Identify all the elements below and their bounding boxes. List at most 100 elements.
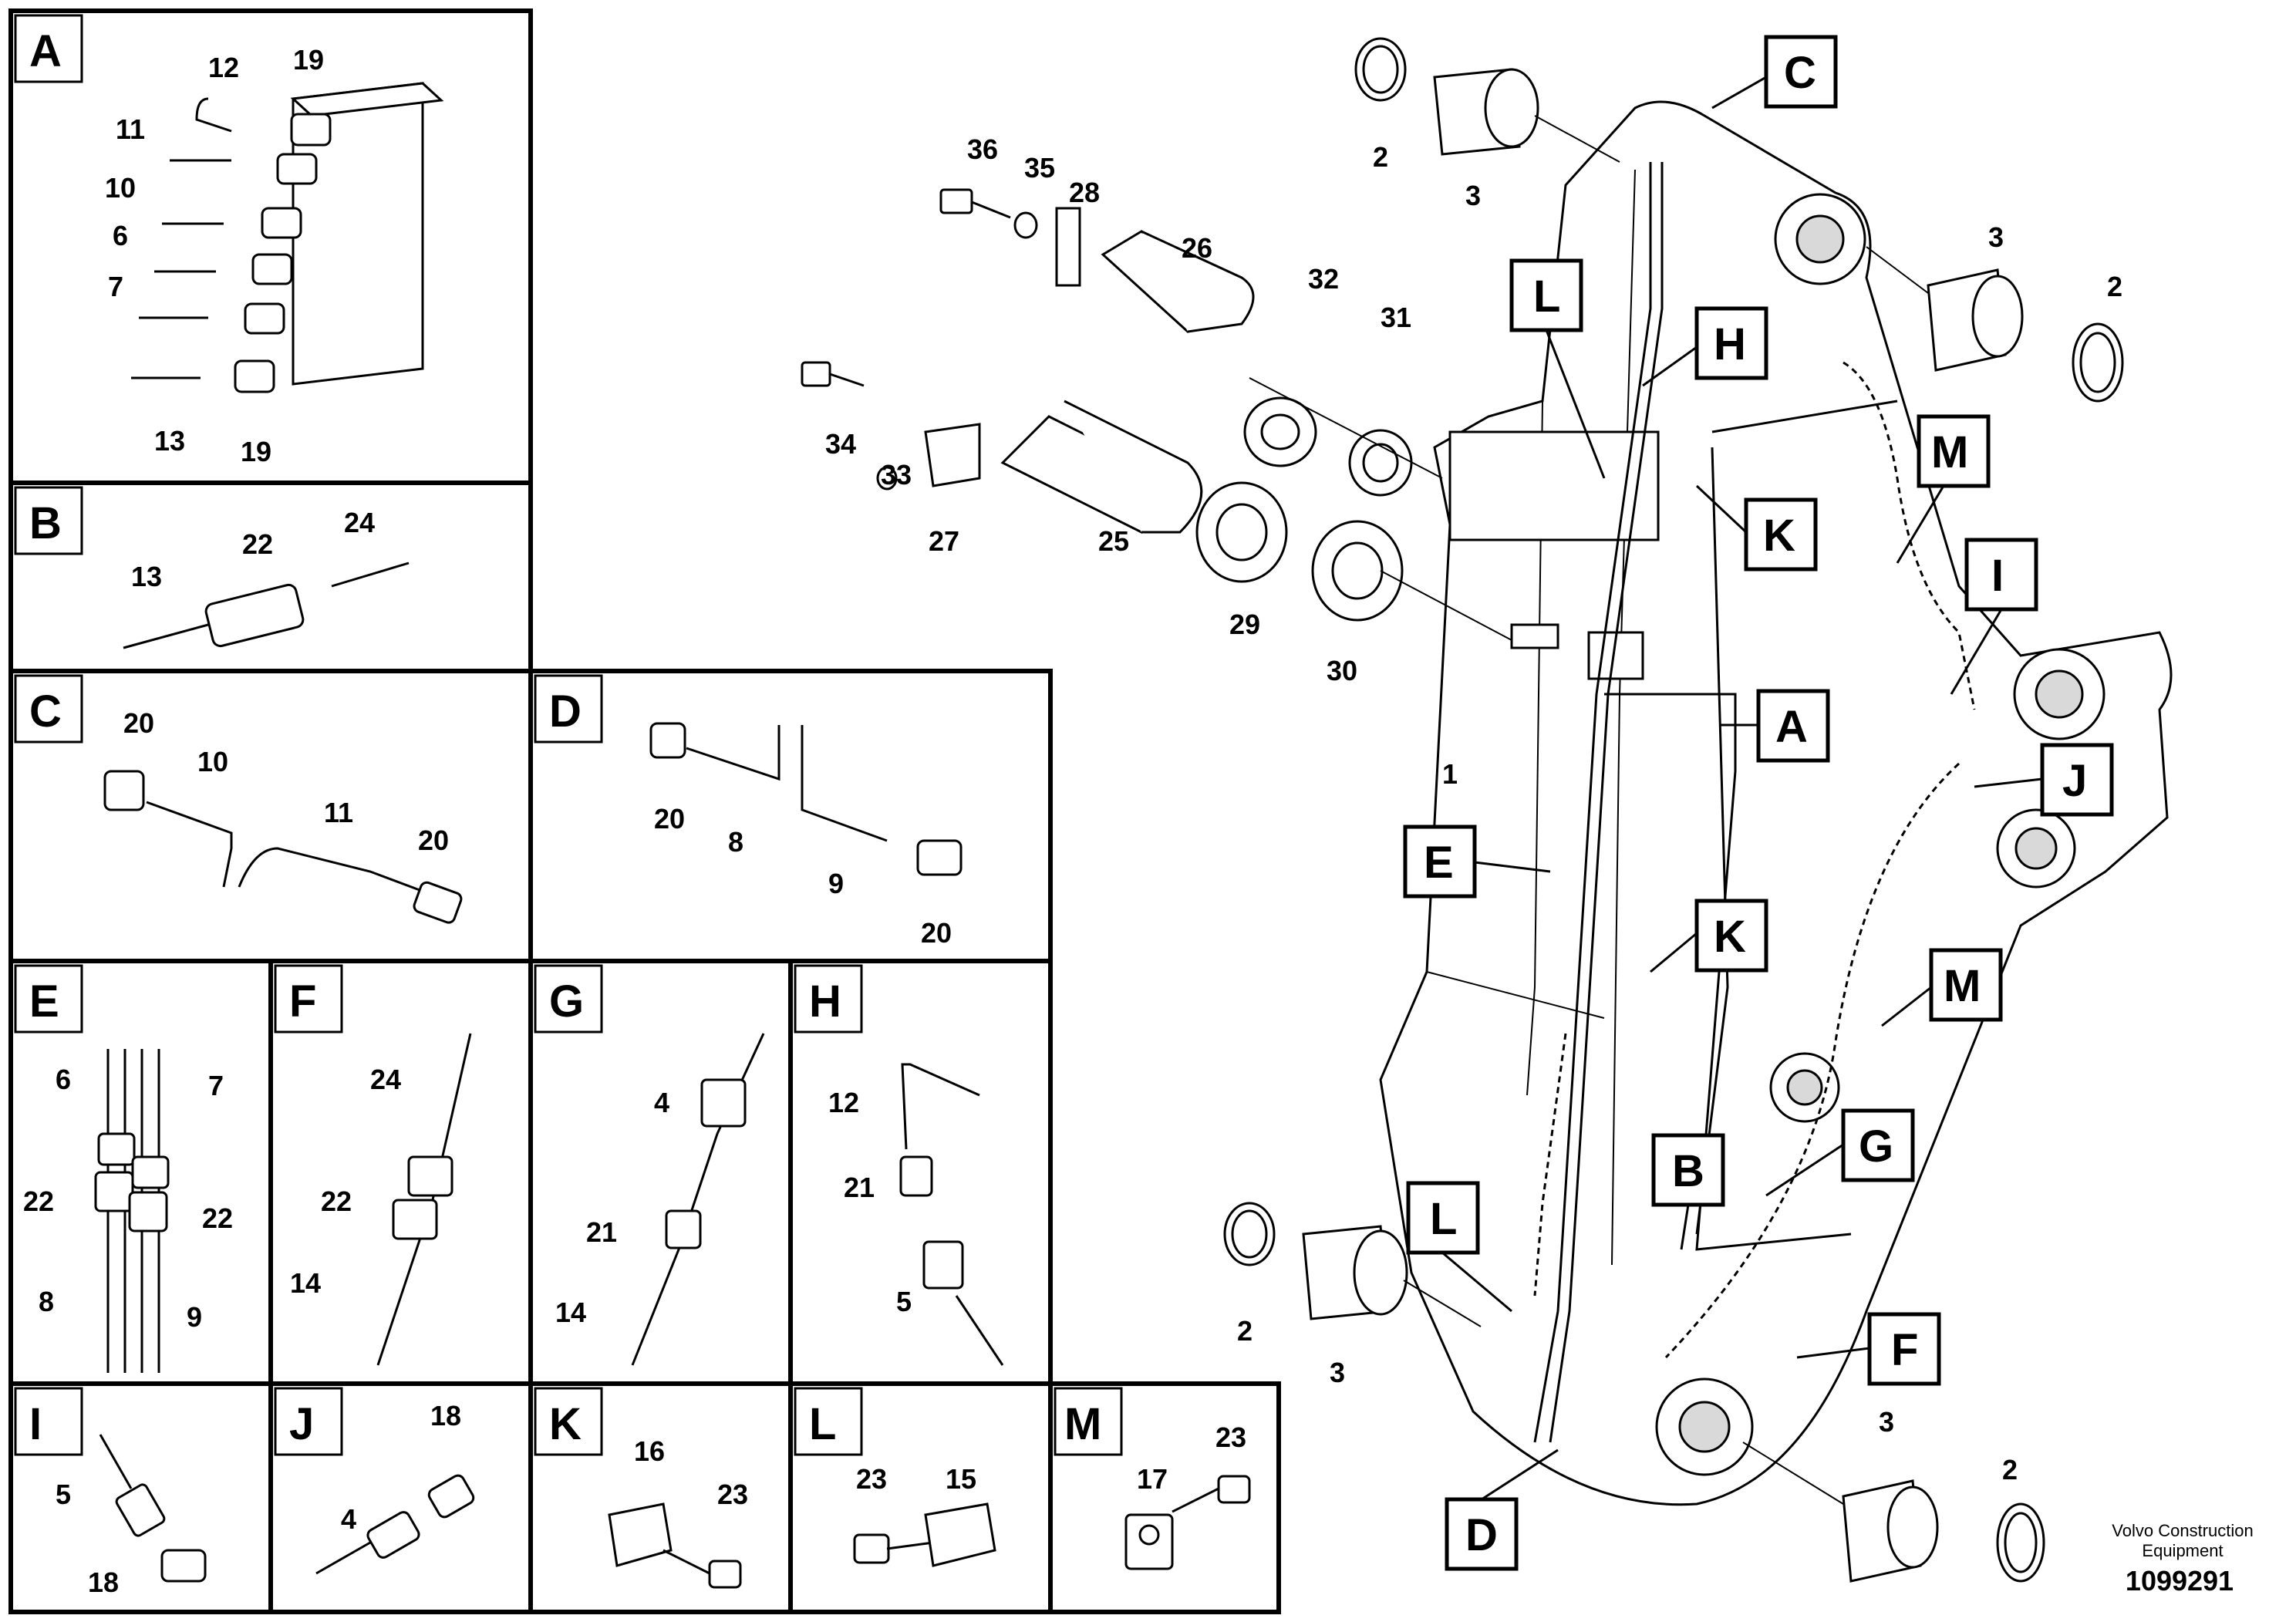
panel-c-letter: C — [29, 686, 62, 737]
callout-d: D — [1465, 1510, 1498, 1560]
part-label: 13 — [131, 561, 162, 592]
part-label: 10 — [197, 746, 228, 777]
part-label: 34 — [825, 428, 856, 460]
part-label: 24 — [344, 507, 375, 538]
part-label: 31 — [1381, 302, 1411, 333]
footer: Volvo Construction Equipment 1099291 — [2112, 1521, 2253, 1597]
part-label: 5 — [56, 1479, 71, 1510]
panel-c: C 20 10 11 20 — [14, 674, 463, 924]
part-label: 16 — [634, 1435, 665, 1467]
part-label: 2 — [2002, 1454, 2018, 1485]
callout-f: F — [1891, 1325, 1918, 1375]
part-label: 18 — [88, 1566, 119, 1598]
boom-assembly — [1379, 100, 2173, 1506]
part-label: 21 — [586, 1216, 617, 1248]
part-label: 24 — [370, 1064, 401, 1095]
callout-k: K — [1763, 511, 1795, 561]
part-label: 33 — [881, 459, 912, 491]
part-label: 21 — [844, 1172, 875, 1203]
panel-d: D 20 8 9 20 — [534, 674, 963, 949]
part-label: 29 — [1229, 609, 1260, 640]
panel-j: J 18 4 — [274, 1387, 475, 1575]
part-label: 11 — [324, 797, 353, 828]
part-label: 4 — [654, 1087, 669, 1118]
part-label: 22 — [242, 528, 273, 560]
part-label: 3 — [1988, 221, 2004, 253]
part-label: 19 — [241, 436, 271, 467]
part-label: 3 — [1465, 180, 1481, 211]
part-label: 23 — [856, 1463, 887, 1495]
callout-m: M — [1944, 961, 1981, 1011]
part-label: 32 — [1308, 263, 1339, 295]
callout-b: B — [1672, 1146, 1704, 1196]
callout-g: G — [1859, 1121, 1893, 1172]
detail-panel-frames — [8, 8, 1281, 1614]
part-label: 30 — [1327, 655, 1357, 686]
part-label: 14 — [290, 1267, 321, 1299]
part-label: 20 — [418, 824, 449, 856]
part-label: 36 — [967, 133, 998, 165]
part-label: 3 — [1879, 1406, 1894, 1438]
part-label: 20 — [921, 917, 952, 949]
part-label: 25 — [1098, 525, 1129, 557]
panel-j-letter: J — [289, 1399, 314, 1449]
company-name: Volvo Construction — [2112, 1521, 2253, 1540]
part-label: 26 — [1182, 232, 1212, 264]
panel-f-letter: F — [289, 976, 316, 1027]
part-label: 7 — [208, 1070, 224, 1101]
callout-k: K — [1714, 912, 1746, 962]
panel-m-letter: M — [1064, 1399, 1101, 1449]
part-label: 5 — [896, 1286, 912, 1317]
callout-j: J — [2062, 756, 2087, 806]
part-label: 22 — [202, 1202, 233, 1234]
part-label: 9 — [828, 868, 844, 899]
callout-h: H — [1714, 319, 1746, 369]
panel-h: H 12 21 5 — [794, 964, 1004, 1366]
part-label: 1 — [1442, 758, 1458, 790]
panel-e: E 6 7 22 22 8 9 — [14, 964, 233, 1373]
callout-l: L — [1533, 271, 1560, 322]
part-label: 15 — [946, 1463, 976, 1495]
part-label: 12 — [828, 1087, 859, 1118]
part-label: 12 — [208, 52, 239, 83]
main-part-labels: 36 35 28 26 32 31 34 33 27 25 29 30 2 3 … — [825, 133, 2122, 1485]
drawing-number: 1099291 — [2126, 1565, 2234, 1597]
part-label: 11 — [116, 113, 145, 145]
callout-a: A — [1775, 702, 1808, 752]
part-label: 35 — [1024, 152, 1055, 184]
panel-d-letter: D — [549, 686, 582, 737]
callout-c: C — [1784, 48, 1816, 98]
part-label: 10 — [105, 172, 136, 204]
part-label: 17 — [1137, 1463, 1168, 1495]
callout-boxes: C L H M K I A J E K M L B G F D — [1403, 35, 2114, 1571]
part-label: 18 — [430, 1400, 461, 1431]
part-label: 9 — [187, 1301, 202, 1333]
callout-l: L — [1430, 1194, 1457, 1244]
callout-m: M — [1931, 427, 1968, 477]
part-label: 2 — [1373, 141, 1388, 173]
part-label: 28 — [1069, 177, 1100, 208]
panel-b: B 24 22 13 — [14, 486, 410, 649]
part-label: 22 — [23, 1185, 54, 1217]
part-label: 27 — [929, 525, 959, 557]
part-label: 23 — [717, 1479, 748, 1510]
part-label: 6 — [56, 1064, 71, 1095]
panel-a-letter: A — [29, 26, 62, 76]
part-label: 22 — [321, 1185, 352, 1217]
panel-k-letter: K — [549, 1399, 582, 1449]
panel-i-letter: I — [29, 1399, 42, 1449]
part-label: 4 — [341, 1503, 356, 1535]
part-label: 13 — [154, 425, 185, 457]
part-label: 2 — [2107, 271, 2122, 302]
panel-m: M 17 23 — [1054, 1387, 1251, 1570]
part-label: 6 — [113, 220, 128, 251]
panel-g: G 4 21 14 — [534, 964, 765, 1366]
callout-i: I — [1991, 551, 2004, 601]
panel-g-letter: G — [549, 976, 584, 1027]
part-label: 14 — [555, 1297, 586, 1328]
panel-e-letter: E — [29, 976, 59, 1027]
panel-b-letter: B — [29, 498, 62, 548]
panel-l: L 23 15 — [794, 1387, 996, 1567]
part-label: 19 — [293, 44, 324, 76]
